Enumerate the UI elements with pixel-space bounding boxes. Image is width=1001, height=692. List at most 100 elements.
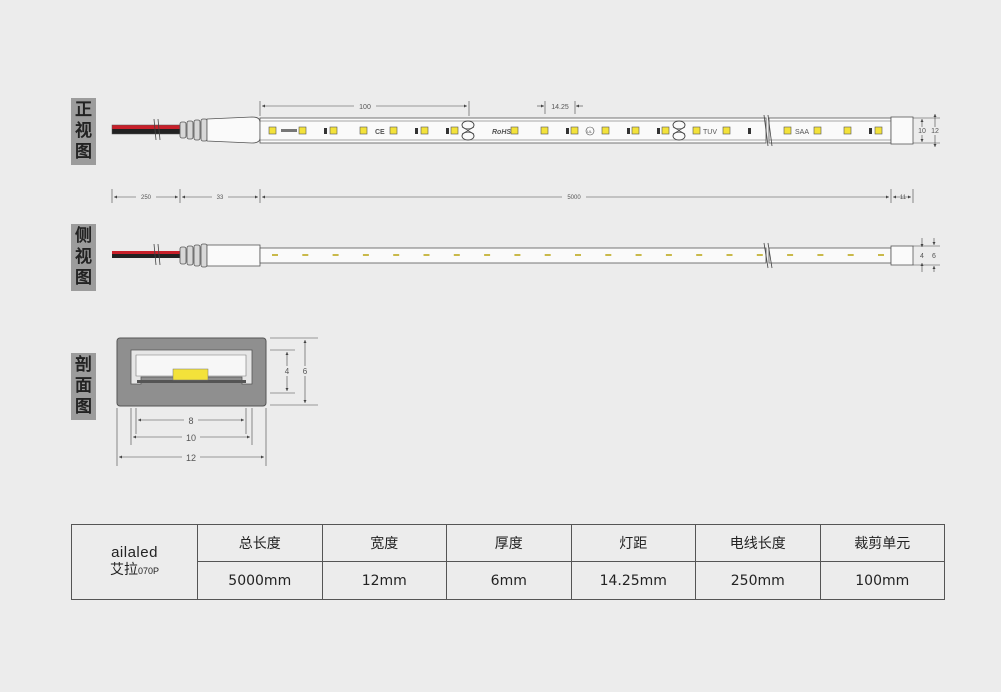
side-view-label-char: 视 — [75, 247, 92, 267]
saa-mark: SAA — [795, 129, 809, 136]
side-led-dot — [514, 254, 521, 256]
front-strain-relief — [179, 118, 208, 142]
header-total-length: 总长度 — [197, 524, 323, 562]
cut-mark — [672, 120, 686, 141]
header-led-pitch: 灯距 — [570, 524, 696, 562]
resistor — [566, 128, 569, 134]
front-view-label-char: 视 — [75, 121, 92, 141]
side-led-dot — [878, 254, 884, 256]
side-led-dot — [787, 254, 794, 256]
logo-mark-icon — [281, 129, 297, 132]
side-led-dot — [756, 254, 763, 256]
led-chip — [298, 126, 307, 135]
side-led-dot — [272, 254, 278, 256]
section-led-chip — [172, 368, 209, 381]
resistor — [657, 128, 660, 134]
value-led-pitch: 14.25mm — [570, 561, 696, 600]
side-led-dot — [665, 254, 672, 256]
svg-text:UL: UL — [587, 129, 593, 134]
side-view-label-char: 图 — [75, 268, 92, 288]
svg-text:CE: CE — [375, 129, 385, 136]
section-clear-cover — [135, 354, 247, 377]
side-right-end-cap — [890, 245, 914, 266]
side-break-mark — [763, 242, 773, 269]
front-end-cap — [206, 116, 261, 144]
side-led-dot — [362, 254, 369, 256]
dim-100: 100 — [259, 101, 470, 116]
front-view-label-char: 图 — [75, 142, 92, 162]
side-dim-height — [913, 238, 940, 272]
led-chip — [661, 126, 670, 135]
header-width: 宽度 — [321, 524, 447, 562]
cut-mark — [461, 120, 475, 141]
led-chip — [359, 126, 368, 135]
value-wire-length: 250mm — [695, 561, 821, 600]
model-code: 070P — [137, 566, 160, 576]
section-dim-10-text: 10 — [186, 433, 196, 443]
side-end-cap — [206, 244, 261, 267]
side-led-dot — [696, 254, 703, 256]
led-chip — [783, 126, 792, 135]
dim-height-inner-text: 10 — [918, 128, 926, 135]
led-chip — [843, 126, 852, 135]
header-cut-unit: 裁剪单元 — [819, 524, 945, 562]
led-chip — [570, 126, 579, 135]
front-view-label-char: 正 — [75, 100, 92, 120]
spec-value-row: 5000mm 12mm 6mm 14.25mm 250mm 100mm — [72, 561, 945, 600]
resistor — [627, 128, 630, 134]
front-view-label: 正 视 图 — [71, 98, 96, 165]
resistor — [324, 128, 327, 134]
dim-length-row — [111, 189, 914, 203]
led-chip — [510, 126, 519, 135]
led-chip — [329, 126, 338, 135]
header-thickness: 厚度 — [446, 524, 572, 562]
side-led-dot — [484, 254, 491, 256]
led-chip — [874, 126, 883, 135]
tuv-mark: TUV — [703, 129, 717, 136]
value-cut-unit: 100mm — [819, 561, 945, 600]
section-view-label-char: 图 — [75, 397, 92, 417]
spec-header-row: ailaled 艾拉070P 总长度 宽度 厚度 灯距 电线长度 裁剪单元 — [71, 524, 945, 600]
led-chip — [692, 126, 701, 135]
resistor — [748, 128, 751, 134]
resistor — [446, 128, 449, 134]
side-strain-relief — [179, 243, 208, 268]
section-view-label: 剖 面 图 — [71, 353, 96, 420]
rohs-mark: RoHS — [492, 129, 511, 136]
side-led-dot — [817, 254, 824, 256]
resistor — [415, 128, 418, 134]
value-total-length: 5000mm — [197, 561, 323, 600]
led-chip — [722, 126, 731, 135]
side-dim-outer-text: 6 — [932, 253, 936, 260]
side-led-dots — [272, 254, 884, 256]
dim-100-text: 100 — [359, 104, 371, 111]
front-wire — [111, 118, 181, 141]
side-wire — [112, 243, 180, 266]
front-view: RoHS TUV SAA CE UL 100 14.25 — [111, 101, 940, 203]
led-chip — [813, 126, 822, 135]
side-view: 4 6 — [112, 238, 940, 272]
led-chip — [631, 126, 640, 135]
led-chip — [268, 126, 277, 135]
ce-mark-icon: CE — [375, 129, 385, 136]
dim-cap-text: 33 — [217, 195, 224, 201]
side-led-dot — [393, 254, 400, 256]
side-led-dot — [423, 254, 430, 256]
section-dim-6-text: 6 — [303, 367, 308, 376]
side-led-dot — [847, 254, 854, 256]
led-chip — [601, 126, 610, 135]
side-led-dot — [332, 254, 339, 256]
value-thickness: 6mm — [446, 561, 572, 600]
dim-endcap-text: 11 — [900, 195, 907, 201]
brand-name: ailaled — [111, 544, 158, 561]
led-chip — [420, 126, 429, 135]
section-dim-4-text: 4 — [285, 367, 290, 376]
header-wire-length: 电线长度 — [695, 524, 821, 562]
side-view-label: 侧 视 图 — [71, 224, 96, 291]
ul-mark-icon: UL — [585, 126, 595, 136]
dim-length-text: 5000 — [567, 195, 581, 201]
dim-pitch: 14.25 — [537, 101, 583, 114]
dim-height-outer-text: 12 — [931, 128, 939, 135]
front-right-end-cap — [890, 116, 914, 145]
value-width: 12mm — [321, 561, 447, 600]
